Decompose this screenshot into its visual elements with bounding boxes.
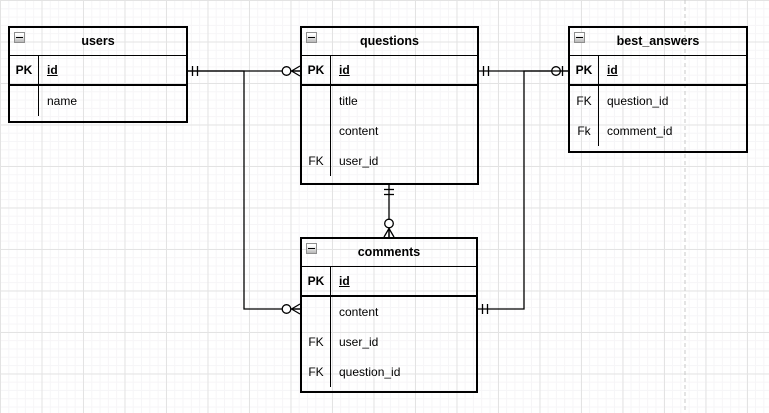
relationship-line[interactable] <box>188 70 300 310</box>
collapse-icon[interactable] <box>14 32 25 43</box>
row-key-label <box>302 297 330 327</box>
cardinality-crowfoot-prong <box>291 308 301 315</box>
table-row-users-name[interactable]: name <box>10 86 186 116</box>
table-title-questions: questions <box>302 28 477 56</box>
attribute-name: question_id <box>339 365 401 379</box>
relationship-questions-comments[interactable] <box>383 185 395 238</box>
minus-glyph <box>576 37 583 38</box>
attribute-name: question_id <box>607 94 669 108</box>
table-row-best_answers-id[interactable]: PK id <box>570 56 746 86</box>
table-row-best_answers-comment_id[interactable]: Fk comment_id <box>570 116 746 146</box>
row-key-label: Fk <box>577 124 591 138</box>
table-row-questions-id[interactable]: PK id <box>302 56 477 86</box>
row-key-label: FK <box>576 94 592 108</box>
row-key-label: FK <box>308 154 324 168</box>
attribute-name: id <box>339 274 350 288</box>
collapse-icon[interactable] <box>306 243 317 254</box>
table-row-comments-id[interactable]: PK id <box>302 267 476 297</box>
cardinality-crowfoot-prong <box>388 228 395 238</box>
minus-glyph <box>308 37 315 38</box>
row-key-label <box>10 86 38 116</box>
table-row-questions-title[interactable]: title <box>302 86 477 116</box>
collapse-icon[interactable] <box>574 32 585 43</box>
attribute-name: content <box>339 305 379 319</box>
cardinality-zero-circle <box>384 218 394 229</box>
table-title-best_answers: best_answers <box>570 28 746 56</box>
row-key-label: PK <box>15 63 33 77</box>
attribute-name: comment_id <box>607 124 673 138</box>
table-row-best_answers-question_id[interactable]: FK question_id <box>570 86 746 116</box>
row-key-label <box>302 86 330 116</box>
relationship-comments-best_answers[interactable] <box>478 70 568 314</box>
row-key-label <box>302 116 330 146</box>
collapse-icon[interactable] <box>306 32 317 43</box>
relationship-users-comments[interactable] <box>188 70 301 315</box>
minus-glyph <box>16 37 23 38</box>
attribute-name: user_id <box>339 154 379 168</box>
attribute-name: name <box>47 94 78 108</box>
table-row-questions-content[interactable]: content <box>302 116 477 146</box>
cardinality-crowfoot-prong <box>291 70 301 77</box>
cardinality-crowfoot-prong <box>291 303 301 310</box>
row-key-label: FK <box>308 335 324 349</box>
row-key-label: PK <box>307 274 325 288</box>
key-column-divider <box>38 56 39 116</box>
table-row-questions-user_id[interactable]: FK user_id <box>302 146 477 176</box>
attribute-name: title <box>339 94 358 108</box>
cardinality-crowfoot-prong <box>383 228 390 238</box>
minus-glyph <box>308 248 315 249</box>
relationship-line[interactable] <box>478 70 568 310</box>
row-key-label: PK <box>307 63 325 77</box>
row-key-label: FK <box>308 365 324 379</box>
attribute-name: id <box>607 63 618 77</box>
key-column-divider <box>330 56 331 176</box>
key-column-divider <box>330 267 331 387</box>
attribute-name: content <box>339 124 379 138</box>
key-column-divider <box>598 56 599 146</box>
table-title-users: users <box>10 28 186 56</box>
table-row-comments-question_id[interactable]: FK question_id <box>302 357 476 387</box>
row-key-label: PK <box>575 63 593 77</box>
table-title-comments: comments <box>302 239 476 267</box>
table-row-users-id[interactable]: PK id <box>10 56 186 86</box>
table-row-comments-content[interactable]: content <box>302 297 476 327</box>
cardinality-crowfoot-prong <box>291 65 301 72</box>
cardinality-zero-circle <box>281 304 292 314</box>
attribute-name: id <box>339 63 350 77</box>
cardinality-zero-circle <box>281 66 292 76</box>
attribute-name: user_id <box>339 335 379 349</box>
attribute-name: id <box>47 63 58 77</box>
table-row-comments-user_id[interactable]: FK user_id <box>302 327 476 357</box>
